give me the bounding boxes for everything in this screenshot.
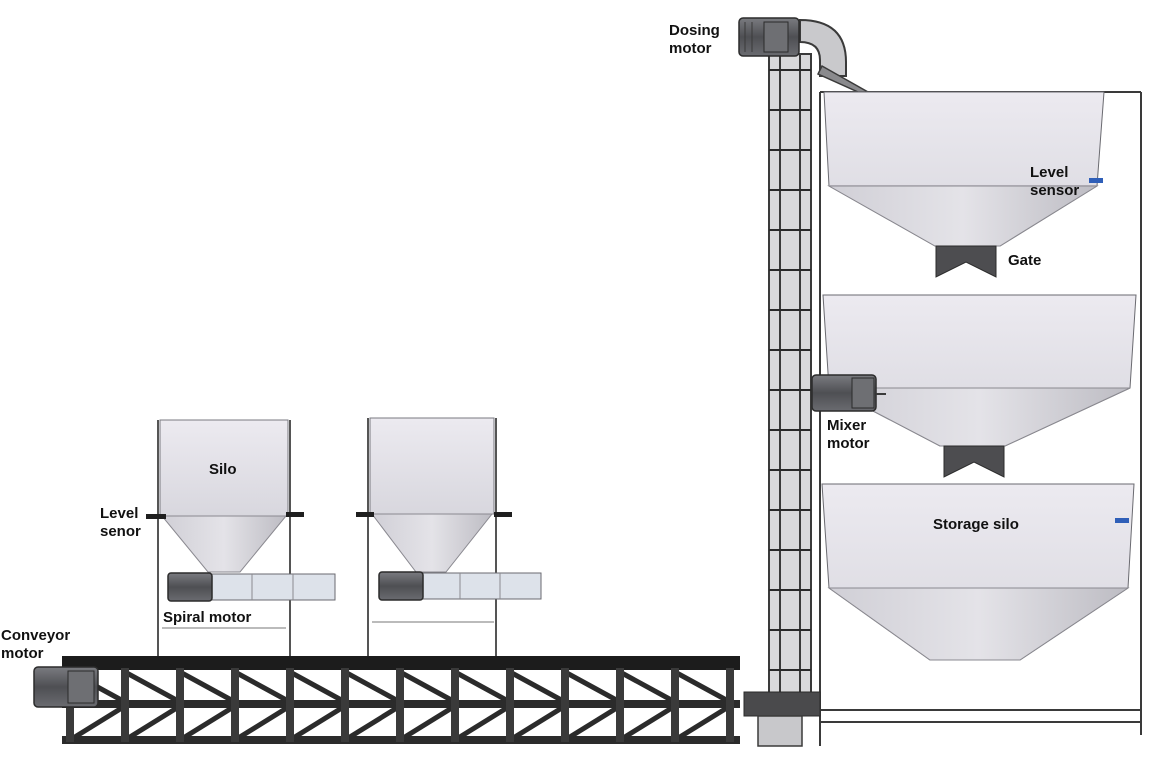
truss-brace bbox=[510, 706, 565, 740]
label-mixer-motor-line1: Mixer bbox=[827, 417, 870, 435]
truss-brace bbox=[180, 706, 235, 740]
storage-silo bbox=[822, 484, 1134, 660]
spiral-conveyor-1 bbox=[168, 573, 335, 601]
truss-post bbox=[726, 668, 734, 742]
dosing-motor bbox=[739, 18, 799, 56]
truss-brace bbox=[345, 672, 400, 702]
gate-lower bbox=[944, 446, 1004, 477]
mixer-silo bbox=[823, 295, 1136, 446]
truss-brace bbox=[675, 672, 730, 702]
spiral-conveyor-2 bbox=[379, 572, 541, 600]
truss-post bbox=[561, 668, 569, 742]
truss-brace bbox=[510, 672, 565, 702]
label-level-sensor-top-line1: Level bbox=[1030, 164, 1079, 182]
label-level-senor-left-line2: senor bbox=[100, 523, 141, 541]
label-spiral-motor: Spiral motor bbox=[163, 609, 251, 627]
silo-left-2 bbox=[356, 418, 512, 660]
label-mixer-motor: Mixer motor bbox=[827, 417, 870, 453]
truss-post bbox=[396, 668, 404, 742]
label-level-senor-left-line1: Level bbox=[100, 505, 141, 523]
label-gate: Gate bbox=[1008, 252, 1041, 270]
truss-brace bbox=[235, 706, 290, 740]
label-silo: Silo bbox=[209, 461, 237, 479]
truss-post bbox=[616, 668, 624, 742]
truss-post bbox=[451, 668, 459, 742]
label-conveyor-motor: Conveyor motor bbox=[1, 627, 70, 663]
truss-brace bbox=[125, 672, 180, 702]
truss-brace bbox=[675, 706, 730, 740]
mixer-motor bbox=[812, 375, 886, 411]
truss-post bbox=[121, 668, 129, 742]
label-mixer-motor-line2: motor bbox=[827, 435, 870, 453]
label-dosing-motor: Dosing motor bbox=[669, 22, 720, 58]
truss-brace bbox=[565, 706, 620, 740]
gate bbox=[936, 246, 996, 277]
truss-brace bbox=[400, 672, 455, 702]
label-conveyor-motor-line1: Conveyor bbox=[1, 627, 70, 645]
truss-brace bbox=[290, 672, 345, 702]
truss-post bbox=[506, 668, 514, 742]
truss-brace bbox=[620, 672, 675, 702]
truss-brace bbox=[290, 706, 345, 740]
label-storage-silo: Storage silo bbox=[933, 516, 1019, 534]
level-sensor-top bbox=[1089, 178, 1103, 183]
label-conveyor-motor-line2: motor bbox=[1, 645, 70, 663]
truss-brace bbox=[345, 706, 400, 740]
truss-post bbox=[176, 668, 184, 742]
truss-brace bbox=[180, 672, 235, 702]
truss-brace bbox=[125, 706, 180, 740]
label-level-sensor-top: Level sensor bbox=[1030, 164, 1079, 200]
truss-brace bbox=[455, 706, 510, 740]
level-sensor-storage bbox=[1115, 518, 1129, 523]
conveyor-motor bbox=[34, 667, 98, 707]
belt-conveyor bbox=[62, 656, 740, 744]
truss-brace bbox=[565, 672, 620, 702]
truss-brace bbox=[235, 672, 290, 702]
truss-brace bbox=[620, 706, 675, 740]
label-level-sensor-top-line2: sensor bbox=[1030, 182, 1079, 200]
truss-brace bbox=[70, 706, 125, 740]
truss-post bbox=[341, 668, 349, 742]
truss-post bbox=[671, 668, 679, 742]
truss-brace bbox=[455, 672, 510, 702]
truss-post bbox=[231, 668, 239, 742]
label-dosing-motor-line2: motor bbox=[669, 40, 720, 58]
truss-brace bbox=[400, 706, 455, 740]
label-level-senor-left: Level senor bbox=[100, 505, 141, 541]
truss-post bbox=[286, 668, 294, 742]
label-dosing-motor-line1: Dosing bbox=[669, 22, 720, 40]
